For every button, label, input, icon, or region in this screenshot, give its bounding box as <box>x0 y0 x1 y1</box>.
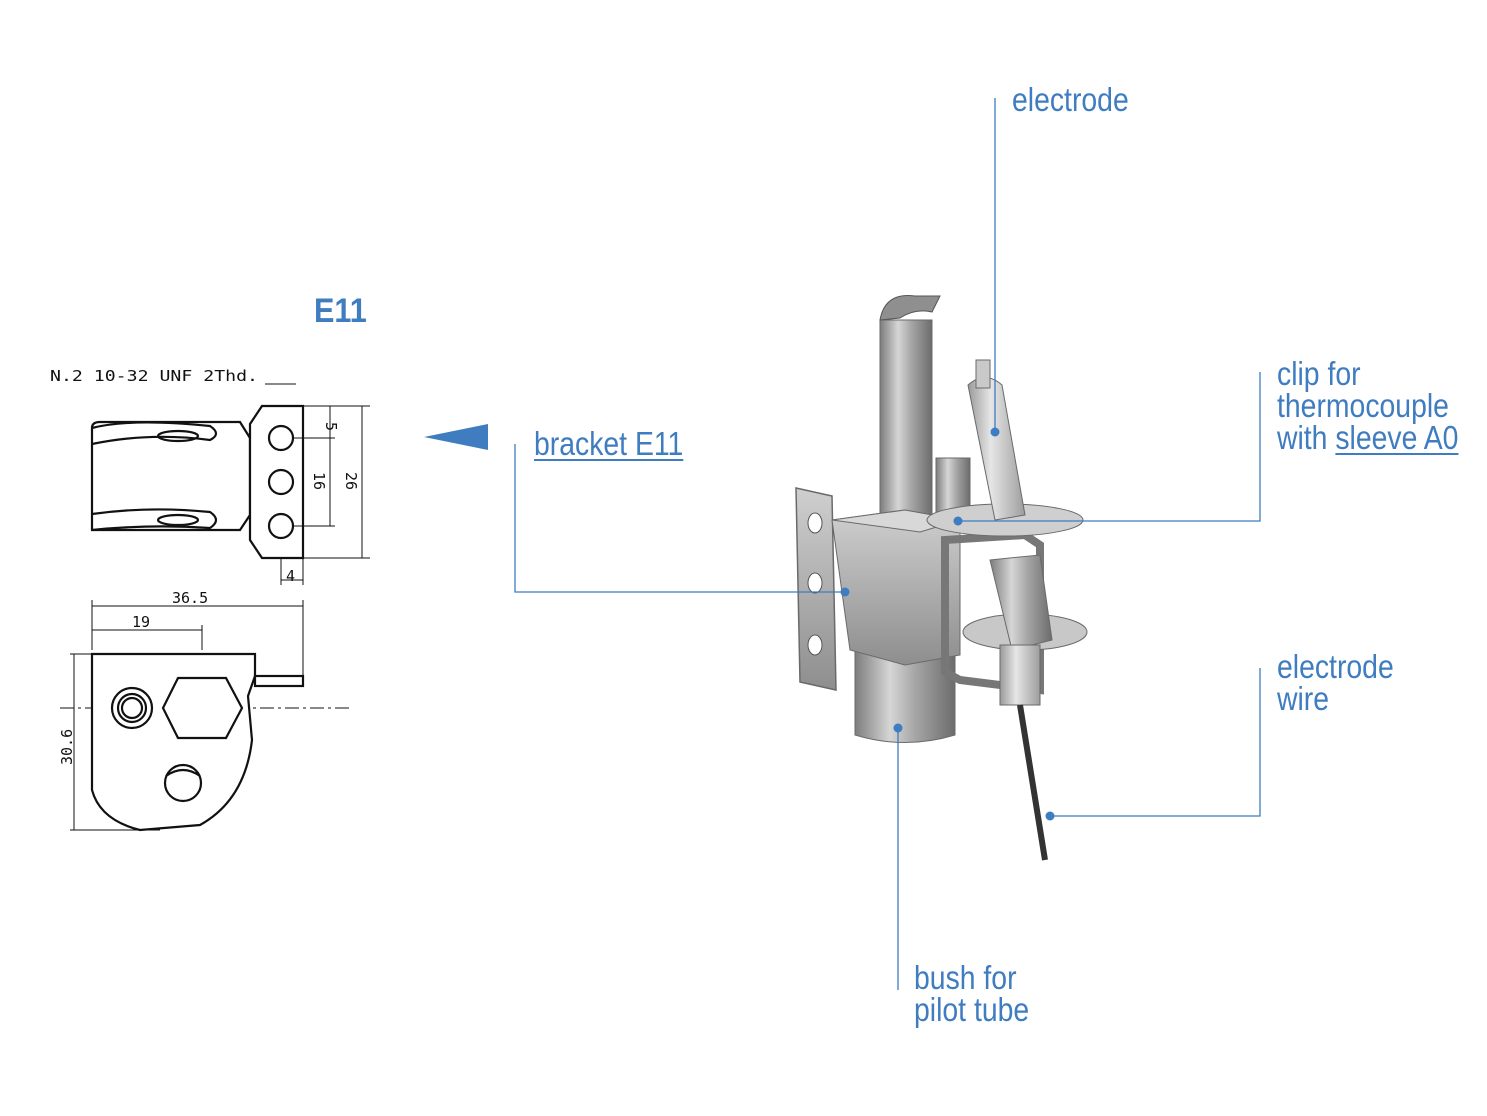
label-clip-line2: thermocouple <box>1277 387 1449 424</box>
label-wire-line2: wire <box>1277 680 1330 717</box>
dim-5: 5 <box>322 422 340 431</box>
leader-lines <box>514 98 1261 990</box>
bracket-top-view <box>90 404 305 560</box>
dimension-lines-top <box>265 383 370 585</box>
dim-36-5: 36.5 <box>172 589 208 607</box>
label-clip-line3: with sleeve A0 <box>1277 419 1459 456</box>
dim-26: 26 <box>342 472 360 490</box>
dim-16: 16 <box>310 472 328 490</box>
label-electrode: electrode <box>1012 81 1129 118</box>
bracket-e11-link[interactable]: bracket E11 <box>534 425 684 462</box>
label-clip-line1: clip for <box>1277 355 1361 392</box>
left-triangle-arrow-icon <box>424 424 488 450</box>
dim-30-6: 30.6 <box>58 729 76 765</box>
thread-note: N.2 10-32 UNF 2Thd. <box>50 367 258 385</box>
dim-19: 19 <box>132 613 150 631</box>
diagram-title: E11 <box>314 292 367 330</box>
sleeve-a0-link[interactable]: sleeve A0 <box>1335 419 1459 456</box>
label-clip-prefix: with <box>1277 419 1336 456</box>
dim-4: 4 <box>286 567 295 585</box>
label-bush-line1: bush for <box>914 959 1017 996</box>
leader-dots <box>840 427 1055 821</box>
label-bush-line2: pilot tube <box>914 991 1030 1028</box>
pilot-burner-photo <box>795 295 1088 861</box>
label-wire-line1: electrode <box>1277 648 1394 685</box>
bracket-front-view <box>90 652 305 832</box>
